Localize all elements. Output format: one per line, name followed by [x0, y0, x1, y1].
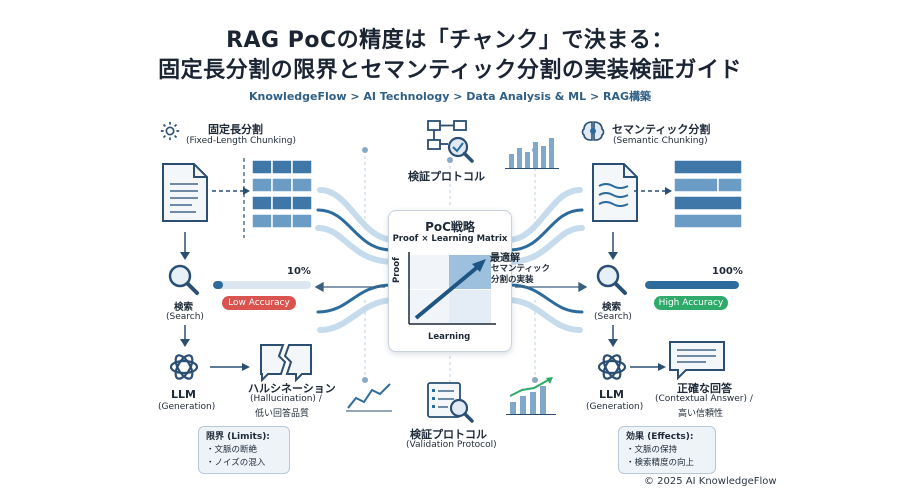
hallucination-sub2: 低い回答品質 — [255, 409, 310, 419]
x-axis-label: Learning — [428, 332, 471, 342]
effects-title: 効果 (Effects): — [626, 432, 694, 442]
llm-logo-icon — [169, 354, 199, 380]
high-accuracy-badge: High Accuracy — [654, 296, 728, 310]
document-icon — [162, 163, 208, 222]
fixed-chunks-icon — [252, 160, 313, 229]
right-arrow-icon — [630, 363, 666, 371]
right-arrow-icon — [210, 363, 250, 371]
flowchart-search-icon — [427, 120, 474, 163]
page-title-line2: 固定長分割の限界とセマンティック分割の実装検証ガイド — [158, 58, 742, 83]
checklist-search-icon — [427, 382, 474, 423]
dashed-divider — [243, 158, 245, 238]
bottom-protocol-sub: (Validation Protocol) — [406, 440, 497, 450]
left-accuracy-bar — [213, 281, 311, 289]
left-heading: 固定長分割 — [208, 123, 263, 136]
left-heading-sub: (Fixed-Length Chunking) — [186, 136, 297, 146]
right-search-sub: (Search) — [594, 312, 632, 322]
center-title: PoC戦略 — [425, 220, 475, 234]
limits-title: 限界 (Limits): — [206, 432, 270, 442]
optimal-label: 最適解 — [490, 253, 520, 264]
contextual-answer-label: 正確な回答 — [677, 382, 732, 395]
split-arrow-icon — [634, 187, 672, 195]
llm-logo-icon — [597, 354, 627, 380]
center-subtitle: Proof × Learning Matrix — [392, 234, 508, 244]
semantic-document-icon — [592, 163, 638, 222]
optimal-sub1: セマンティック — [491, 264, 550, 274]
limits-item: ・ノイズの混入 — [206, 458, 266, 468]
right-search-label: 検索 — [602, 302, 622, 313]
right-percent: 100% — [712, 266, 743, 277]
copyright-footer: © 2025 AI KnowledgeFlow — [644, 476, 777, 487]
low-accuracy-badge: Low Accuracy — [222, 296, 296, 310]
left-percent: 10% — [287, 266, 311, 277]
gear-icon — [160, 121, 180, 141]
bottom-protocol-label: 検証プロトコル — [410, 428, 487, 441]
contextual-answer-sub1: (Contextual Answer) / — [655, 394, 753, 404]
effects-item: ・検索精度の向上 — [626, 458, 695, 468]
optimal-sub2: 分割の実装 — [491, 275, 534, 285]
down-arrow-icon — [608, 232, 618, 260]
search-icon — [168, 264, 199, 295]
split-arrow-icon — [212, 187, 250, 195]
chat-icon — [669, 341, 725, 380]
limits-box: 限界 (Limits): ・文脈の断絶 ・ノイズの混入 — [198, 426, 290, 474]
page-title-line1: RAG PoCの精度は「チャンク」で決まる： — [226, 28, 674, 53]
semantic-chunks-icon — [674, 160, 743, 229]
contextual-answer-sub2: 高い信頼性 — [678, 409, 724, 419]
right-accuracy-fill — [645, 281, 739, 289]
down-arrow-icon — [608, 325, 618, 347]
effects-box: 効果 (Effects): ・文脈の保持 ・検索精度の向上 — [618, 426, 716, 474]
top-protocol-label: 検証プロトコル — [408, 170, 485, 183]
right-heading-sub: (Semantic Chunking) — [613, 136, 708, 146]
chart-icon — [505, 138, 559, 169]
down-arrow-icon — [180, 325, 190, 347]
bar-trend-icon — [506, 377, 556, 415]
limits-item: ・文脈の断絶 — [206, 445, 258, 455]
search-icon — [596, 264, 627, 295]
brain-gear-icon — [581, 121, 605, 141]
right-llm-label: LLM — [599, 388, 624, 401]
line-chart-icon — [346, 383, 392, 412]
breadcrumb[interactable]: KnowledgeFlow > AI Technology > Data Ana… — [248, 90, 652, 103]
left-llm-label: LLM — [171, 388, 196, 401]
right-accuracy-bar — [645, 281, 739, 289]
hallucination-label: ハルシネーション — [248, 382, 336, 395]
left-accuracy-fill — [213, 281, 223, 289]
left-llm-sub: (Generation) — [158, 402, 216, 412]
proof-learning-matrix — [408, 252, 496, 325]
left-search-sub: (Search) — [166, 312, 204, 322]
effects-item: ・文脈の保持 — [626, 445, 678, 455]
broken-chat-icon — [260, 344, 312, 382]
down-arrow-icon — [180, 232, 190, 260]
hallucination-sub1: (Hallucination) / — [250, 394, 322, 404]
y-axis-label: Proof — [392, 257, 402, 283]
right-heading: セマンティック分割 — [612, 123, 711, 136]
right-llm-sub: (Generation) — [586, 402, 644, 412]
left-search-label: 検索 — [174, 302, 194, 313]
